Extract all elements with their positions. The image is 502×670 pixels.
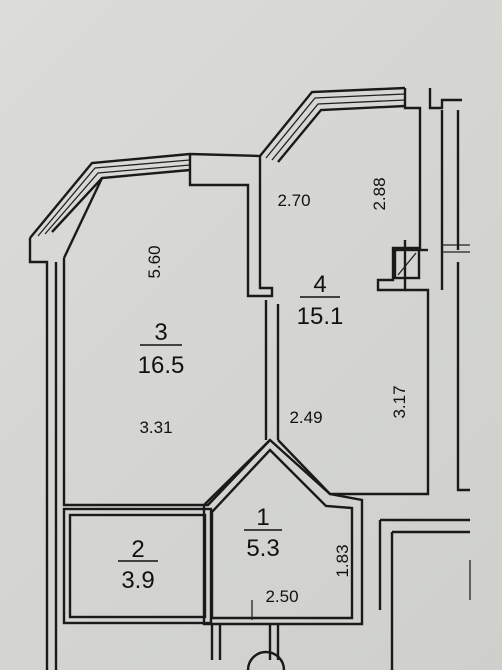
room-1-side-dimension: 1.83 — [333, 544, 352, 577]
room-3-width-dimension: 3.31 — [139, 418, 172, 437]
room-4-right-upper-dimension: 2.88 — [370, 177, 389, 210]
entrance-marker — [246, 650, 286, 670]
room-1-area: 5.3 — [246, 535, 279, 562]
room-3-length-dimension: 5.60 — [145, 245, 164, 278]
room-4-top-dimension: 2.70 — [277, 191, 310, 210]
room-4-area: 15.1 — [297, 303, 344, 330]
room-2-area: 3.9 — [121, 567, 154, 594]
room-1-bottom-dimension: 2.50 — [265, 587, 298, 606]
room-4-number: 4 — [313, 271, 326, 298]
room-1-walls — [202, 438, 364, 660]
room-3-area: 16.5 — [138, 352, 185, 379]
room-4-left-dimension: 2.49 — [289, 408, 322, 427]
outer-walls — [28, 86, 471, 670]
room-2-walls — [62, 507, 213, 625]
room-3-number: 3 — [154, 319, 167, 346]
room-1-number: 1 — [256, 504, 269, 531]
room-4-right-lower-dimension: 3.17 — [390, 385, 409, 418]
room-2-number: 2 — [131, 536, 144, 563]
